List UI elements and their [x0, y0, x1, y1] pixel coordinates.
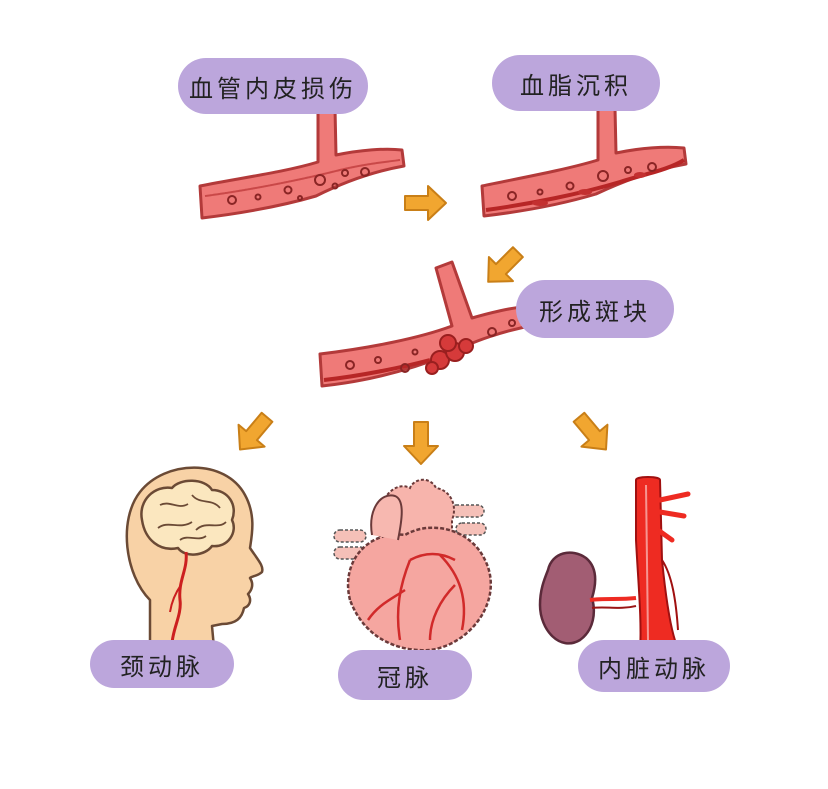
label-lipid-deposit: 血脂沉积	[492, 55, 660, 111]
label-endothelial-damage: 血管内皮损伤	[178, 58, 368, 114]
arrow-down-left-icon	[487, 246, 524, 283]
head-brain-illustration	[125, 466, 264, 650]
label-coronary: 冠脉	[338, 650, 472, 700]
vessel-lipid-deposit	[480, 106, 688, 218]
label-plaque-formation: 形成斑块	[516, 280, 674, 338]
arrow-down-icon	[403, 421, 439, 465]
aorta-kidney-illustration	[538, 476, 691, 653]
label-carotid: 颈动脉	[90, 640, 234, 688]
arrow-down-right-icon	[572, 411, 609, 451]
label-visceral-artery: 内脏动脉	[578, 640, 730, 692]
vessel-damaged	[198, 106, 406, 220]
heart-illustration	[333, 478, 492, 652]
arrow-down-left-icon	[237, 411, 274, 451]
arrow-right-icon	[404, 185, 447, 221]
